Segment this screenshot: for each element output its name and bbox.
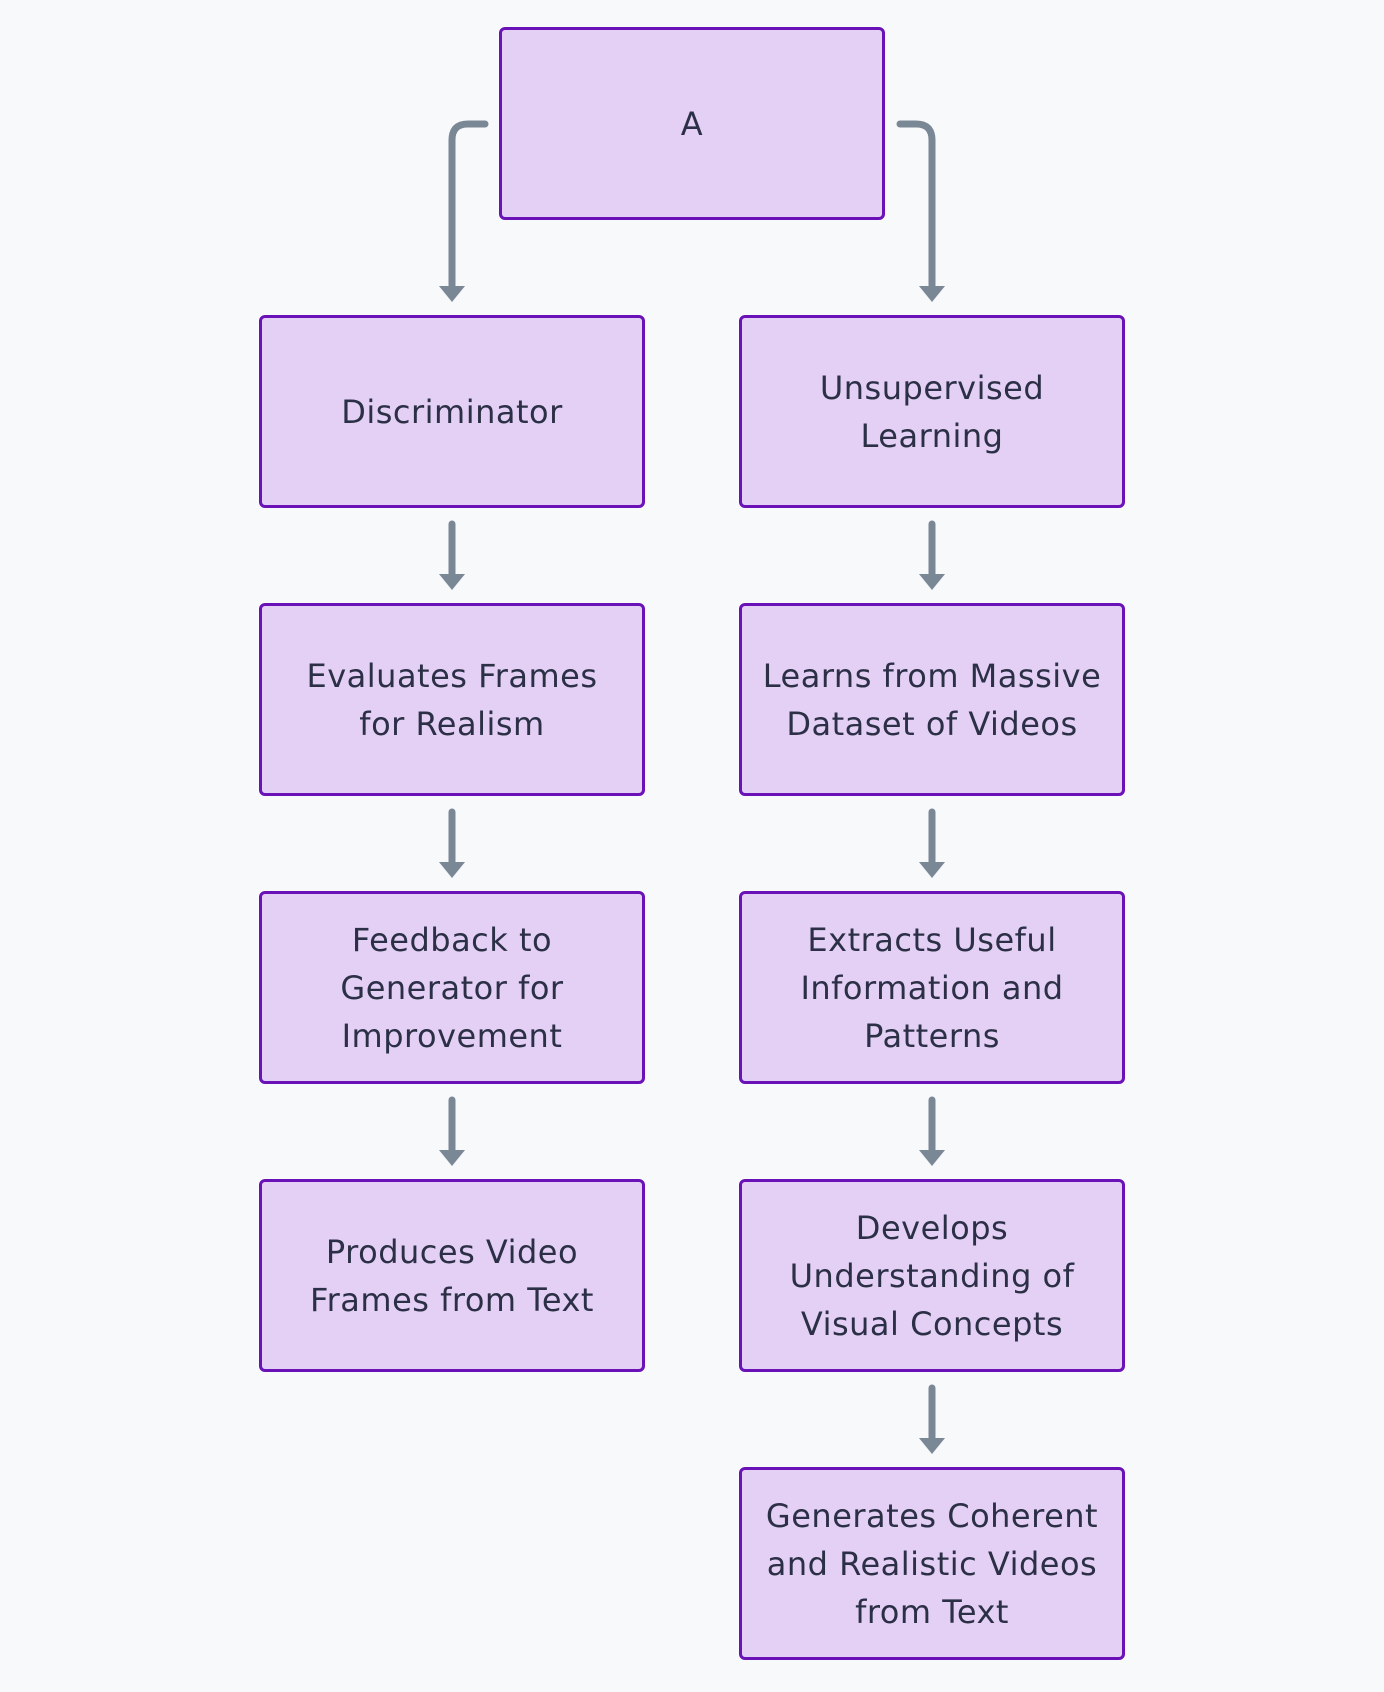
node-label: A — [680, 104, 704, 143]
node-feedback-to-generator: Feedback to Generator for Improvement — [259, 891, 645, 1084]
node-label: Evaluates Frames for Realism — [306, 656, 598, 743]
node-develops-understanding: Develops Understanding of Visual Concept… — [739, 1179, 1125, 1372]
arrowhead — [919, 862, 945, 878]
node-produces-video-frames: Produces Video Frames from Text — [259, 1179, 645, 1372]
node-learns-from-dataset: Learns from Massive Dataset of Videos — [739, 603, 1125, 796]
node-label: Learns from Massive Dataset of Videos — [762, 656, 1102, 743]
arrowhead — [919, 1438, 945, 1454]
node-label: Feedback to Generator for Improvement — [340, 920, 564, 1055]
node-evaluates-frames: Evaluates Frames for Realism — [259, 603, 645, 796]
node-root: A — [499, 27, 885, 220]
arrowhead — [439, 862, 465, 878]
node-label: Produces Video Frames from Text — [310, 1232, 594, 1319]
node-label: Extracts Useful Information and Patterns — [800, 920, 1064, 1055]
node-label: Discriminator — [341, 392, 563, 431]
arrowhead — [919, 574, 945, 590]
node-extracts-information: Extracts Useful Information and Patterns — [739, 891, 1125, 1084]
node-generates-videos: Generates Coherent and Realistic Videos … — [739, 1467, 1125, 1660]
node-discriminator: Discriminator — [259, 315, 645, 508]
arrowhead — [439, 286, 465, 302]
node-label: Unsupervised Learning — [819, 368, 1045, 455]
arrowhead — [439, 574, 465, 590]
arrowhead — [919, 286, 945, 302]
arrowhead — [439, 1150, 465, 1166]
arrowhead — [919, 1150, 945, 1166]
edge-root-to-discriminator — [448, 120, 489, 292]
node-unsupervised-learning: Unsupervised Learning — [739, 315, 1125, 508]
node-label: Develops Understanding of Visual Concept… — [789, 1208, 1075, 1343]
node-label: Generates Coherent and Realistic Videos … — [765, 1496, 1099, 1631]
edge-root-to-unsupervised-learning — [896, 120, 936, 292]
